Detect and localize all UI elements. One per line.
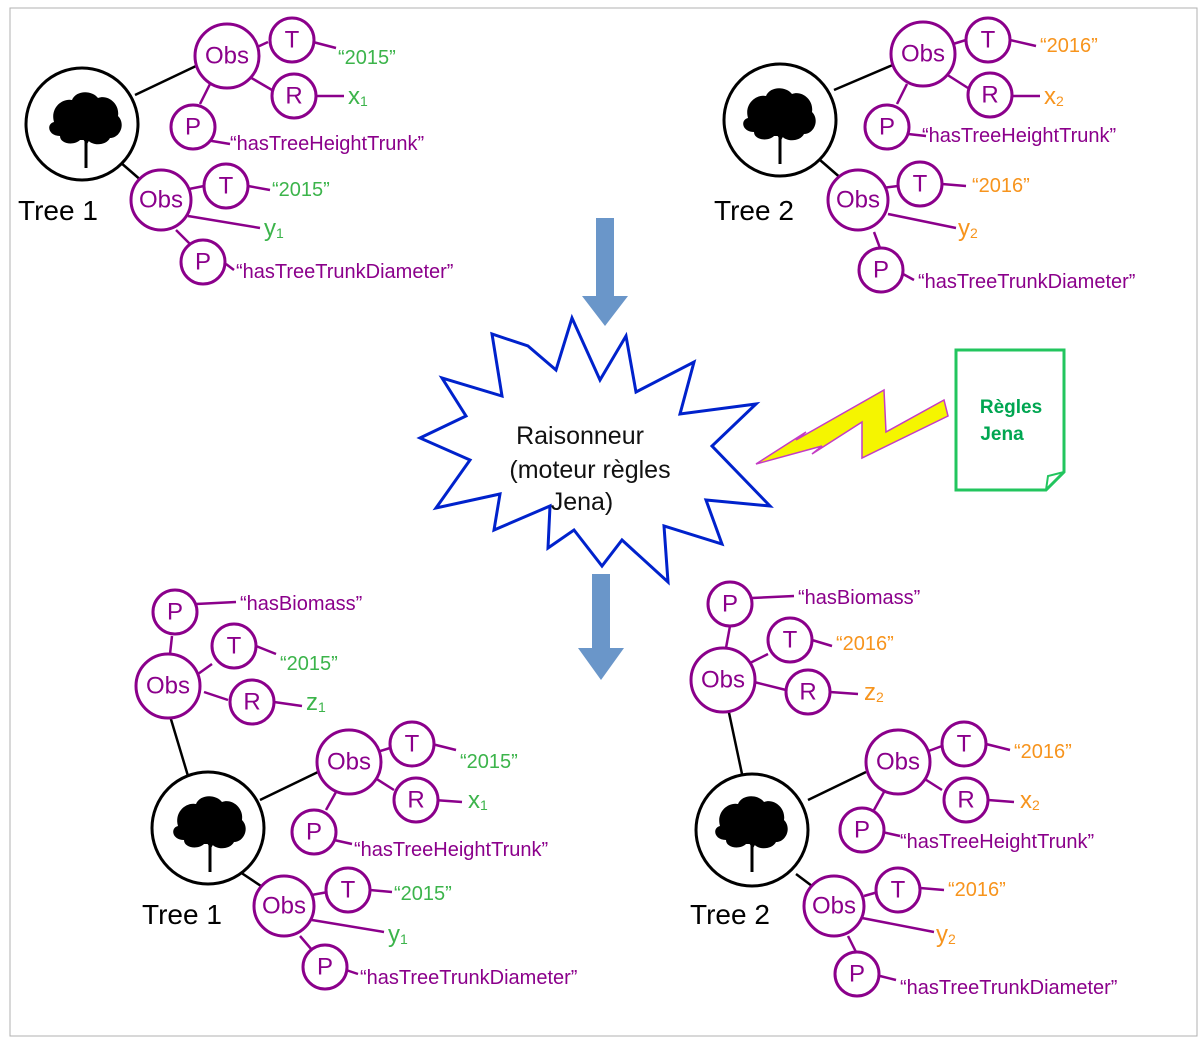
time-value: “2015” [394, 883, 452, 905]
result-node: R [407, 787, 424, 814]
time-value: “2016” [972, 175, 1030, 197]
time-node: T [783, 627, 798, 654]
time-value: “2016” [948, 879, 1006, 901]
property-node: P [306, 819, 322, 846]
bottom-right-tree2-graph: P “hasBiomass” Obs T R “2016” z2 Tree 2 … [689, 580, 1117, 999]
time-node: T [405, 731, 420, 758]
document-icon: Règles Jena [954, 348, 1066, 492]
obs-node: Obs [812, 893, 856, 920]
result-value: y1 [264, 215, 284, 242]
tree-label: Tree 2 [714, 195, 794, 226]
result-node: R [285, 83, 302, 110]
property-value: “hasBiomass” [240, 593, 362, 615]
property-node: P [849, 961, 865, 988]
result-node: R [981, 82, 998, 109]
property-value: “hasBiomass” [798, 587, 920, 609]
result-value: z2 [864, 679, 884, 706]
property-node: P [317, 954, 333, 981]
property-node: P [854, 817, 870, 844]
property-node: P [873, 257, 889, 284]
result-value: x2 [1044, 83, 1064, 110]
time-node: T [285, 27, 300, 54]
property-value: “hasTreeTrunkDiameter” [236, 261, 453, 283]
time-node: T [891, 877, 906, 904]
time-value: “2016” [1014, 741, 1072, 763]
time-node: T [981, 27, 996, 54]
property-node: P [167, 599, 183, 626]
property-node: P [879, 114, 895, 141]
time-value: “2016” [836, 633, 894, 655]
property-value: “hasTreeTrunkDiameter” [918, 271, 1135, 293]
rules-doc-line1: Règles [980, 397, 1042, 418]
result-node: R [799, 679, 816, 706]
time-node: T [341, 877, 356, 904]
result-value: x1 [468, 787, 488, 814]
reasoner-label-line3: Jena) [551, 488, 614, 516]
obs-node: Obs [836, 187, 880, 214]
time-node: T [219, 173, 234, 200]
property-value: “hasTreeTrunkDiameter” [900, 977, 1117, 999]
time-value: “2016” [1040, 35, 1098, 57]
reasoner-label-line1: Raisonneur [516, 422, 644, 450]
time-value: “2015” [272, 179, 330, 201]
tree-label: Tree 2 [690, 899, 770, 930]
result-value: z1 [306, 689, 326, 716]
time-value: “2015” [460, 751, 518, 773]
obs-node: Obs [146, 673, 190, 700]
bottom-left-tree1-graph: P “hasBiomass” Obs T R “2015” z1 Tree 1 … [134, 588, 577, 991]
time-node: T [957, 731, 972, 758]
result-node: R [957, 787, 974, 814]
result-value: y2 [936, 921, 956, 948]
obs-node: Obs [205, 43, 249, 70]
lightning-bolt-icon [755, 388, 949, 465]
result-value: x2 [1020, 787, 1040, 814]
down-arrow-icon [578, 574, 624, 680]
top-right-tree2-graph: Tree 2 Obs T R P “2016” x2 “hasTreeHeigh… [714, 16, 1135, 294]
obs-node: Obs [262, 893, 306, 920]
property-value: “hasTreeHeightTrunk” [900, 831, 1094, 853]
property-value: “hasTreeHeightTrunk” [354, 839, 548, 861]
tree-label: Tree 1 [142, 899, 222, 930]
obs-node: Obs [327, 749, 371, 776]
obs-node: Obs [901, 41, 945, 68]
top-left-tree1-graph: Tree 1 Obs T R P “2015” x1 “hasTreeHeigh… [18, 16, 453, 286]
property-value: “hasTreeHeightTrunk” [230, 133, 424, 155]
property-value: “hasTreeTrunkDiameter” [360, 967, 577, 989]
property-node: P [722, 591, 738, 618]
down-arrow-icon [582, 218, 628, 326]
result-value: x1 [348, 83, 368, 110]
result-value: y1 [388, 921, 408, 948]
reasoner-starburst: Raisonneur (moteur règles Jena) [416, 313, 774, 586]
property-node: P [185, 114, 201, 141]
obs-node: Obs [701, 667, 745, 694]
reasoner-label-line2: (moteur règles [509, 456, 670, 484]
time-value: “2015” [338, 47, 396, 69]
outer-frame [9, 7, 1198, 1037]
time-value: “2015” [280, 653, 338, 675]
rules-doc-line2: Jena [980, 424, 1024, 445]
result-node: R [243, 689, 260, 716]
tree-label: Tree 1 [18, 195, 98, 226]
property-node: P [195, 249, 211, 276]
result-value: y2 [958, 215, 978, 242]
time-node: T [227, 633, 242, 660]
property-value: “hasTreeHeightTrunk” [922, 125, 1116, 147]
obs-node: Obs [139, 187, 183, 214]
time-node: T [913, 171, 928, 198]
obs-node: Obs [876, 749, 920, 776]
